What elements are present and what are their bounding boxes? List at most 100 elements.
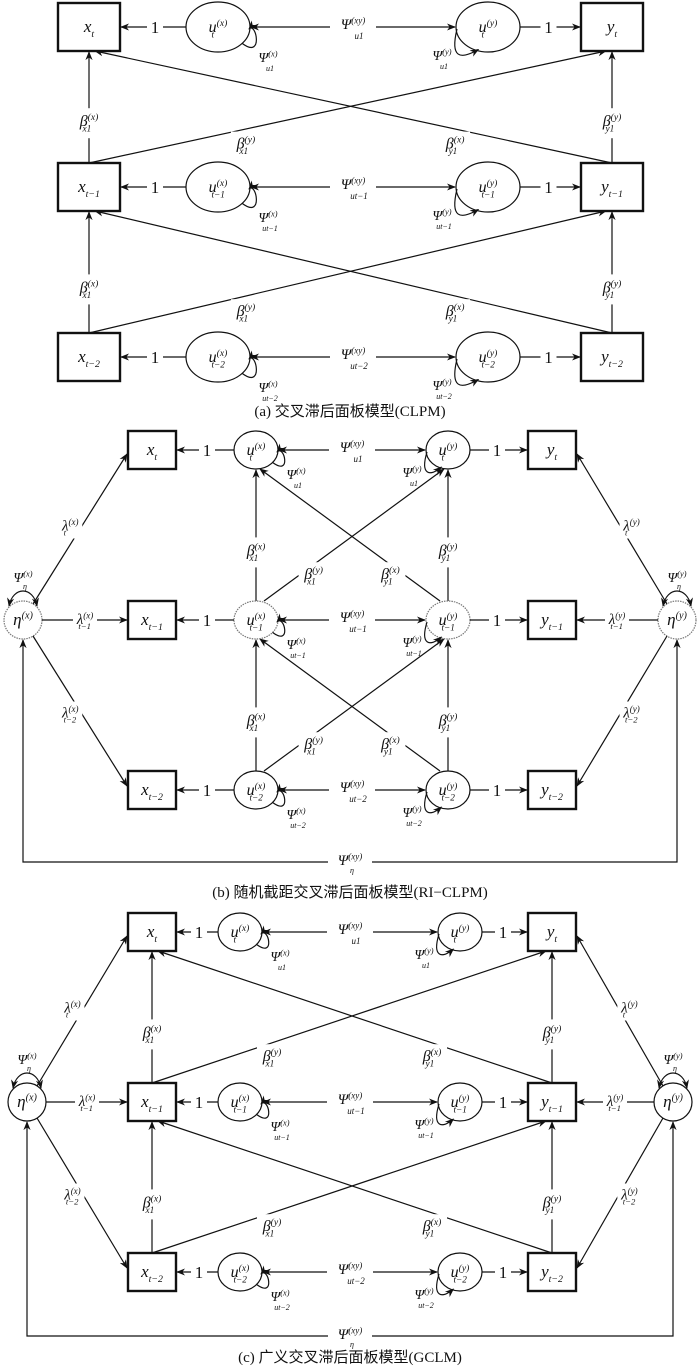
residual-y-label-main: u <box>451 1094 459 1111</box>
label-knockout <box>540 178 557 196</box>
residual-x-label-sub: t <box>211 30 214 40</box>
residual-x-label-sub: t−2 <box>249 793 263 803</box>
lambda-y-label-main: λ <box>622 519 630 535</box>
residual-variance-y-label-main: Ψ <box>432 379 443 394</box>
loading-one-x: 1 <box>195 1093 204 1112</box>
beta-yx-label-main: β <box>445 136 454 153</box>
label-knockout <box>541 1019 563 1050</box>
observed-x-label-sub: t−1 <box>149 622 163 633</box>
observed-y-node <box>526 599 578 641</box>
residual-covariance-sub: ut−2 <box>347 1276 365 1286</box>
observed-x-node <box>56 331 122 383</box>
lambda-x-label: λ(x)t−2 <box>63 1186 81 1207</box>
beta-yy-label: β(y)y1 <box>438 711 458 734</box>
label-knockout <box>141 1019 163 1050</box>
residual-x-label-main: u <box>209 19 217 36</box>
observed-x-node <box>56 1 122 53</box>
label-knockout <box>375 562 406 589</box>
residual-covariance-label-main: Ψ <box>340 440 352 456</box>
residual-x-label: u(x)t−1 <box>209 178 228 201</box>
label-knockout <box>329 437 375 463</box>
lambda-y-label-main: λ <box>608 612 616 628</box>
label-knockout <box>489 441 505 459</box>
cross-lag-edge-x-to-y <box>88 49 607 164</box>
cross-lag-edge-y-to-x <box>94 209 613 334</box>
label-knockout <box>327 1259 373 1285</box>
beta-xy-label: β(y)x1 <box>236 302 256 325</box>
residual-x-label-main: u <box>231 1264 239 1281</box>
beta-xx-label-sub: x1 <box>248 724 258 734</box>
label-knockout <box>199 441 215 459</box>
residual-variance-y-label-sup: (y) <box>412 635 422 644</box>
residual-variance-y-label-main: Ψ <box>414 1288 425 1303</box>
residual-variance-x-label-sup: (x) <box>268 210 278 219</box>
intercept-variance-y-label-sup: (y) <box>677 570 687 579</box>
label-knockout <box>617 996 642 1021</box>
residual-covariance-sub: ut−2 <box>349 794 367 804</box>
beta-yx-label-sub: y1 <box>424 1060 434 1070</box>
residual-y-label-sub: t−2 <box>481 360 495 370</box>
caption-gclm: (c) 广义交叉滞后面板模型(GCLM) <box>238 1348 462 1366</box>
residual-x-label-main: u <box>247 442 255 459</box>
beta-yy-label-sup: (y) <box>447 711 458 722</box>
intercept-y-label-main: η <box>663 1092 671 1111</box>
beta-xy-label-sub: x1 <box>238 315 248 325</box>
observed-x-label: xt−2 <box>77 347 100 370</box>
lambda-x-label-main: λ <box>61 706 69 722</box>
lambda-y-label-sup: (y) <box>613 1092 623 1102</box>
intercept-variance-y-label-sup: (y) <box>673 1052 683 1061</box>
observed-y-label: yt−2 <box>539 780 563 803</box>
beta-xy-label-sub: x1 <box>238 147 248 157</box>
residual-variance-y-sub: ut−1 <box>436 222 452 231</box>
lambda-y-label-sub: t <box>625 528 628 538</box>
label-knockout <box>489 781 505 799</box>
beta-yy-label: β(y)y1 <box>542 1023 562 1046</box>
beta-yx-label: β(x)y1 <box>445 135 465 158</box>
residual-x-label-main: u <box>231 1094 239 1111</box>
intercept-variance-y-label: Ψ(y) <box>663 1052 682 1068</box>
observed-x-label-sub: t−2 <box>86 359 100 370</box>
residual-variance-loop-x <box>272 783 286 807</box>
observed-x-label-main: x <box>140 1262 149 1281</box>
lambda-y-label-main: λ <box>620 1001 628 1017</box>
beta-xx-label-sub: x1 <box>144 1206 154 1216</box>
residual-y-label-sup: (y) <box>447 441 458 452</box>
residual-x-label-main: u <box>231 924 239 941</box>
beta-xy-label-main: β <box>303 566 312 583</box>
label-knockout <box>298 732 329 759</box>
intercept-variance-x-label: Ψ(x) <box>13 570 32 586</box>
intercept-x-label: η(x) <box>17 1092 37 1111</box>
label-knockout <box>541 1189 563 1220</box>
residual-variance-y-sub: ut−2 <box>406 819 422 828</box>
lambda-x-label-sub: t−2 <box>64 715 77 725</box>
cross-lag-edge-x-to-y <box>263 638 445 772</box>
lambda-x-label-sup: (x) <box>69 517 79 527</box>
loading-one-x: 1 <box>151 178 160 197</box>
lambda-x-label-sup: (x) <box>83 610 93 620</box>
residual-y-label-sup: (y) <box>447 611 458 622</box>
intercept-covariance-sub: η <box>350 1340 354 1349</box>
residual-variance-y-label-main: Ψ <box>432 209 443 224</box>
residual-y-label-sup: (y) <box>447 781 458 792</box>
residual-x-label-sup: (x) <box>239 923 250 934</box>
beta-yx-label-main: β <box>380 736 389 753</box>
beta-xy-label-sup: (y) <box>245 302 256 313</box>
label-knockout <box>147 348 163 366</box>
intercept-y-label-sup: (y) <box>672 1093 684 1104</box>
residual-variance-y-label-sup: (y) <box>424 1287 434 1296</box>
beta-xx-label: β(x)x1 <box>246 541 266 564</box>
residual-y-label: u(y)t <box>479 18 498 41</box>
intercept-covariance-label-main: Ψ <box>338 853 350 869</box>
loading-one-x: 1 <box>203 611 212 630</box>
residual-variance-y-sub: ut−1 <box>406 649 422 658</box>
lambda-x-label: λ(x)t−2 <box>61 704 79 725</box>
residual-variance-x-sub: ut−1 <box>274 1133 290 1142</box>
observed-x-label-main: x <box>83 17 92 36</box>
beta-xx-label-sup: (x) <box>255 711 266 722</box>
beta-yx-label-sup: (x) <box>431 1047 442 1058</box>
beta-xx-label-sup: (x) <box>151 1023 162 1034</box>
residual-covariance-label-sup: (xy) <box>351 15 365 25</box>
residual-covariance-sub: ut−1 <box>349 624 367 634</box>
residual-x-label: u(x)t−2 <box>209 348 228 371</box>
